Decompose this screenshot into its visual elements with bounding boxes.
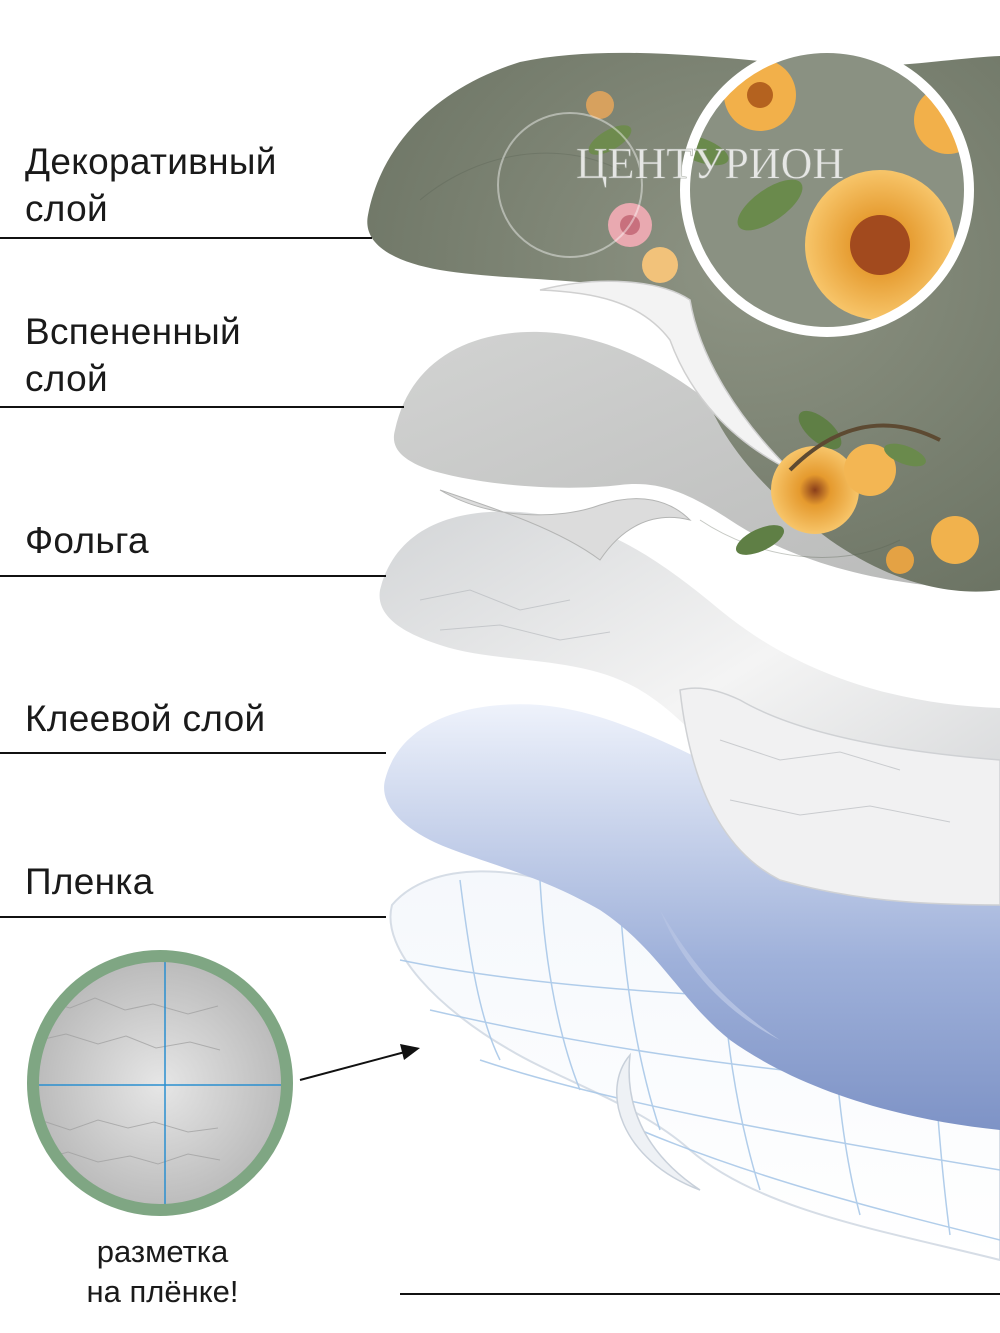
layer-label-decorative: Декоративный слой (25, 141, 277, 229)
marking-note: разметка на плёнке! (86, 1234, 239, 1309)
layer-label-adhesive: Клеевой слой (25, 698, 266, 739)
layer-label-film: Пленка (25, 861, 154, 902)
foil-layer (379, 511, 1000, 906)
arrow-right-icon (299, 1044, 420, 1081)
flower-ornament (586, 91, 979, 574)
brand-watermark-text: ЦЕНТУРИОН (576, 139, 844, 188)
layer-rule-foam (0, 406, 404, 408)
layer-rule-adhesive (0, 752, 386, 754)
brand-watermark: ЦЕНТУРИОН (497, 112, 844, 258)
layer-rule-decorative (0, 237, 372, 239)
layer-rule-foil (0, 575, 386, 577)
magnifier-circle (680, 43, 974, 337)
bottom-rule (400, 1293, 1000, 1295)
film-marking-inset (27, 950, 293, 1216)
layer-label-foam: Вспененный слой (25, 311, 241, 399)
layer-label-foil: Фольга (25, 520, 149, 561)
adhesive-layer (384, 704, 1000, 1130)
layer-rule-film (0, 916, 386, 918)
